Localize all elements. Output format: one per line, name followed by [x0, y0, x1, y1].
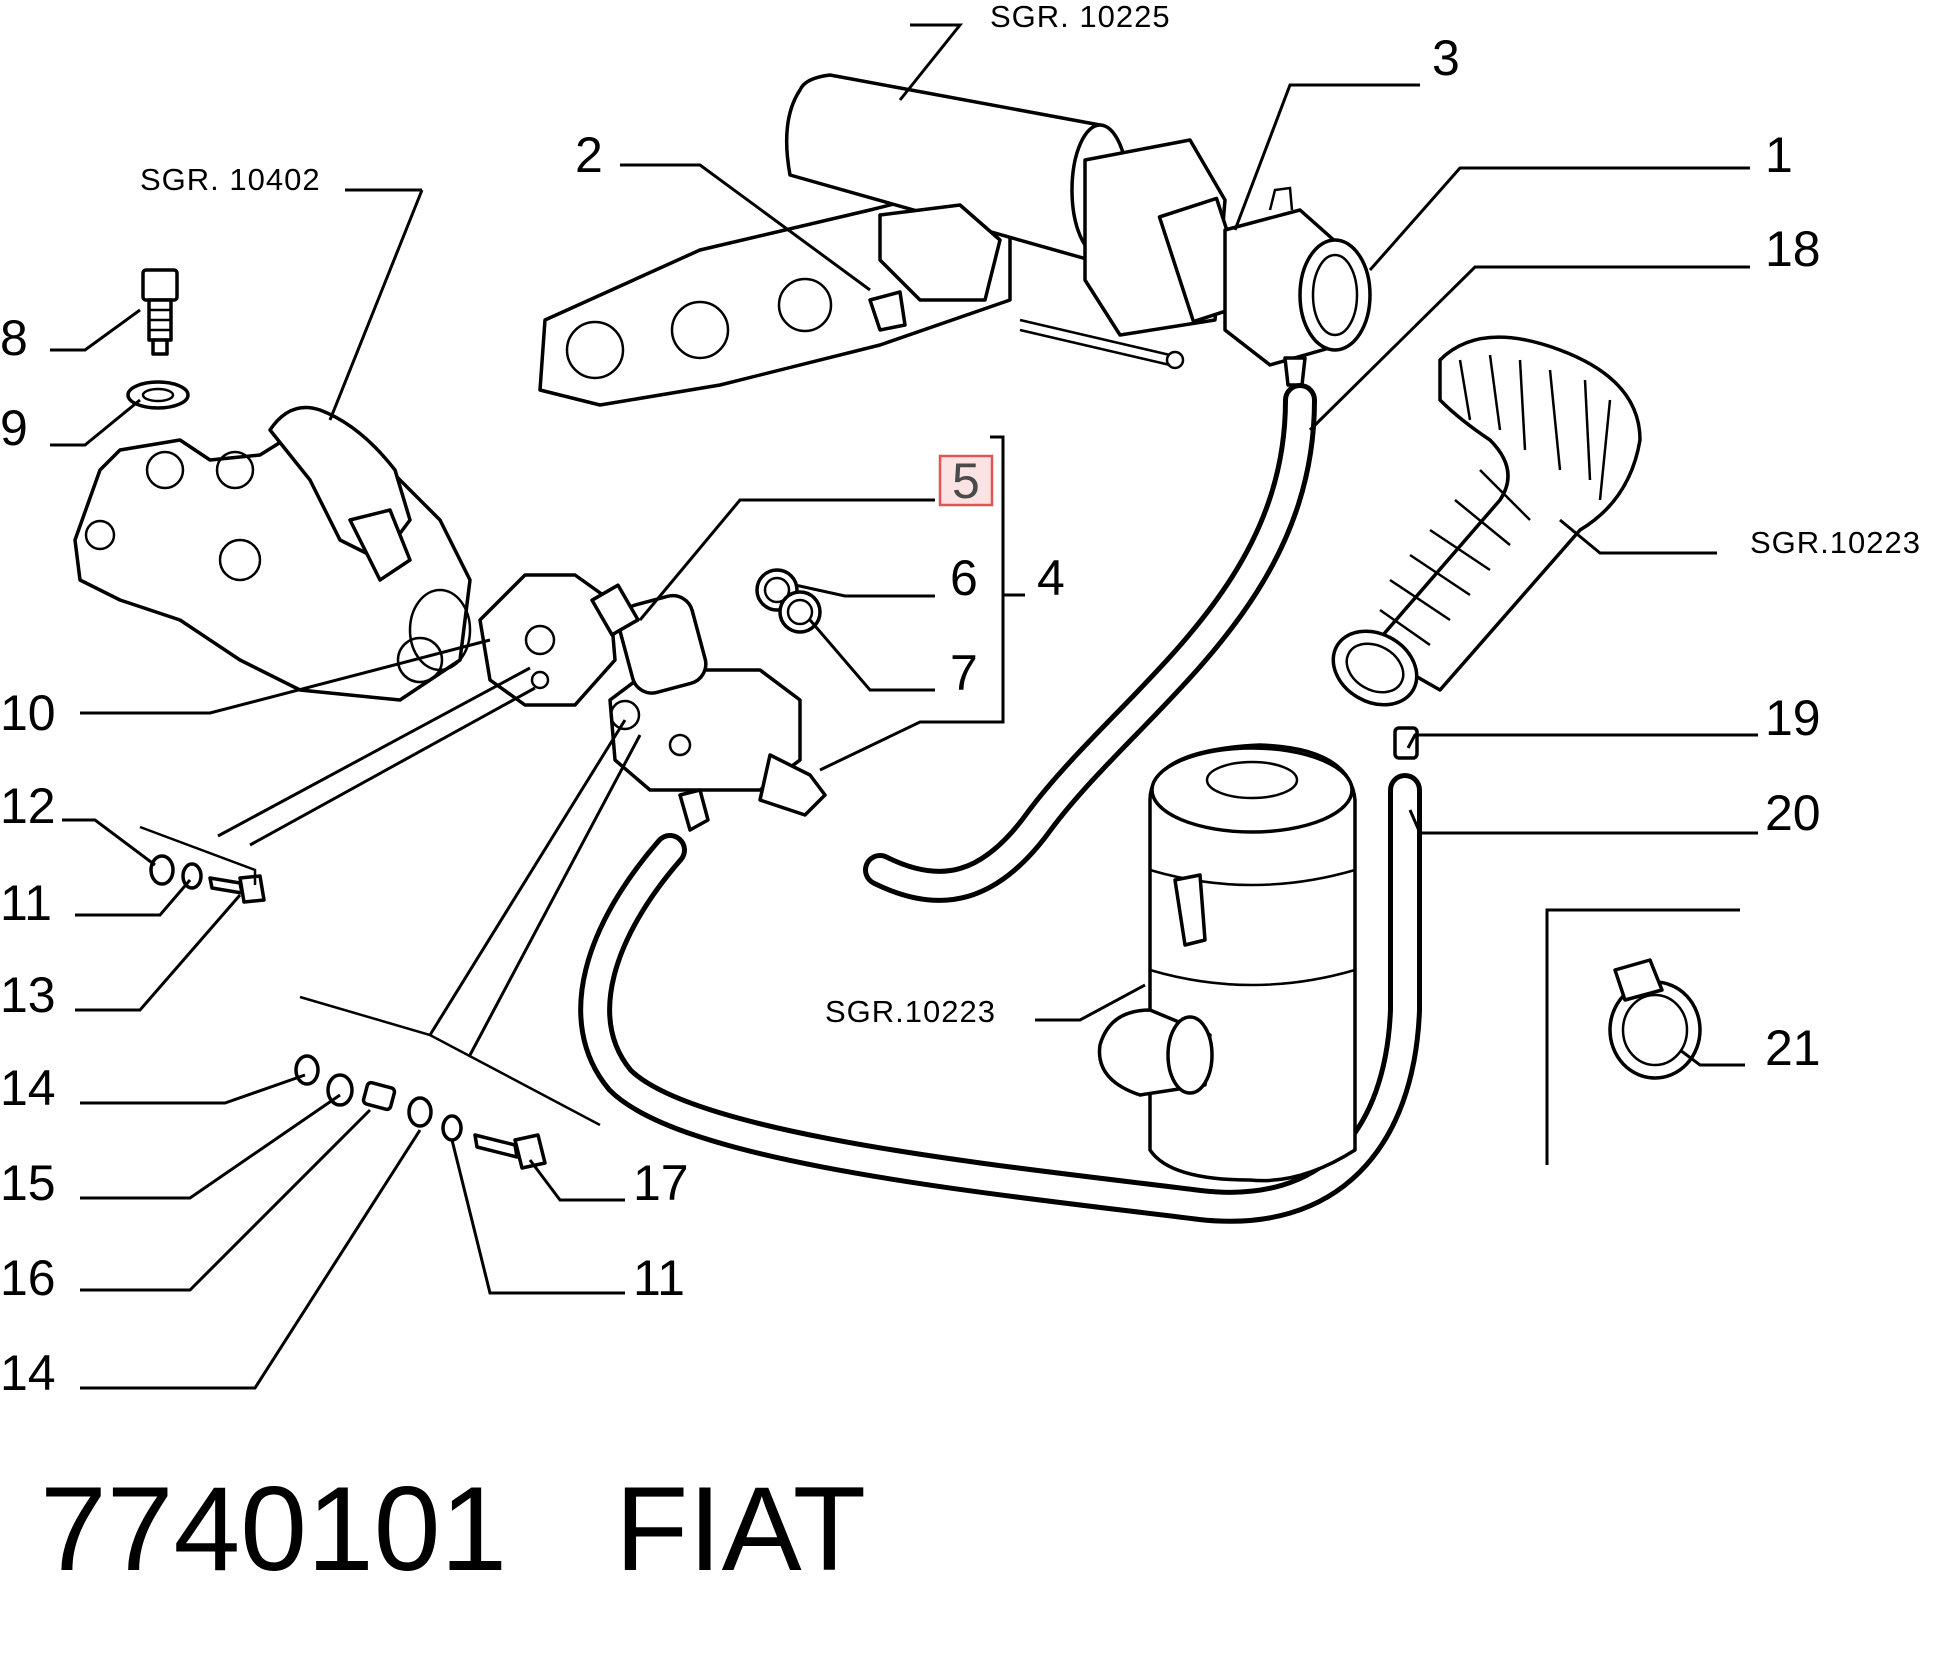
plug-part-19	[1393, 726, 1419, 760]
callout-18[interactable]: 18	[1765, 221, 1821, 277]
callout-7[interactable]: 7	[950, 645, 978, 701]
hardware-group-lower	[294, 995, 601, 1170]
air-duct-illustration	[1331, 335, 1642, 707]
clamp-bracket-line	[1545, 908, 1740, 1165]
callout-11-lower[interactable]: 11	[633, 1250, 685, 1306]
callout-21[interactable]: 21	[1765, 1020, 1821, 1076]
pressure-regulator-part-5	[590, 583, 827, 832]
air-filter-illustration	[1097, 743, 1357, 1183]
callout-13[interactable]: 13	[0, 967, 56, 1023]
hardware-group-upper	[139, 825, 266, 904]
callout-2[interactable]: 2	[575, 127, 603, 183]
hose-clamp-part-21	[1608, 958, 1702, 1080]
callout-14-lower[interactable]: 14	[0, 1345, 56, 1401]
leader-lines	[50, 23, 1758, 1390]
intake-manifold-illustration	[538, 73, 1372, 407]
callout-9[interactable]: 9	[0, 400, 28, 456]
hose-fuel-return	[578, 773, 1422, 1224]
ref-label-center: SGR.10223	[825, 994, 996, 1029]
callout-5-highlight	[938, 454, 994, 507]
callout-3[interactable]: 3	[1432, 30, 1460, 86]
sensor-part-8	[141, 268, 179, 356]
callout-1[interactable]: 1	[1765, 127, 1793, 183]
ref-label-left: SGR. 10402	[140, 162, 321, 197]
bracket-part-10	[478, 573, 617, 707]
callout-12[interactable]: 12	[0, 778, 56, 834]
brand-name: FIAT	[615, 1462, 866, 1596]
callout-10[interactable]: 10	[0, 685, 56, 741]
ref-label-top: SGR. 10225	[990, 0, 1171, 34]
callout-5[interactable]: 5	[952, 453, 980, 509]
ref-label-right: SGR.10223	[1750, 525, 1921, 560]
callout-16[interactable]: 16	[0, 1250, 56, 1306]
part-number: 7740101	[40, 1462, 507, 1596]
callout-6[interactable]: 6	[950, 550, 978, 606]
callout-19[interactable]: 19	[1765, 690, 1821, 746]
callout-15[interactable]: 15	[0, 1155, 56, 1211]
washer-part-9	[126, 380, 190, 410]
callout-4[interactable]: 4	[1037, 550, 1065, 606]
callout-20[interactable]: 20	[1765, 785, 1821, 841]
assembly-lines	[217, 666, 642, 1056]
callout-8[interactable]: 8	[0, 310, 28, 366]
callout-17[interactable]: 17	[633, 1155, 689, 1211]
hose-part-18	[863, 383, 1317, 903]
callout-11-upper[interactable]: 11	[0, 875, 52, 931]
engine-block-illustration	[73, 405, 472, 702]
callout-14-upper[interactable]: 14	[0, 1060, 56, 1116]
